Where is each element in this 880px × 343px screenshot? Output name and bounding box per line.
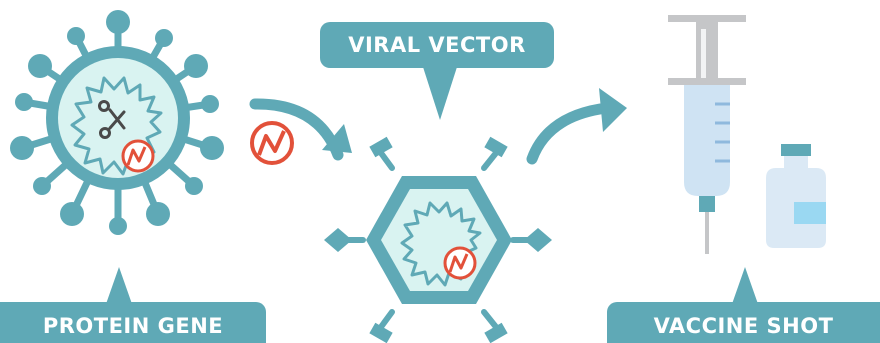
callout-pointer — [423, 67, 457, 120]
gene-icon — [443, 246, 477, 280]
viral-vector-label: VIRAL VECTOR — [320, 22, 554, 68]
vaccine-shot-label: VACCINE SHOT — [607, 302, 880, 343]
virus-icon — [10, 10, 224, 235]
callout-pointer — [106, 267, 132, 304]
protein-gene-label: PROTEIN GENE — [0, 302, 266, 343]
curved-arrow-icon — [526, 88, 627, 165]
viral-vector-icon — [324, 136, 552, 343]
gene-icon — [121, 139, 155, 173]
scissors-icon — [98, 100, 126, 139]
callout-pointer — [732, 267, 758, 304]
curved-arrow-icon — [249, 98, 352, 161]
gene-icon — [250, 121, 294, 165]
vial-icon — [766, 144, 826, 248]
syringe-icon — [668, 15, 746, 254]
